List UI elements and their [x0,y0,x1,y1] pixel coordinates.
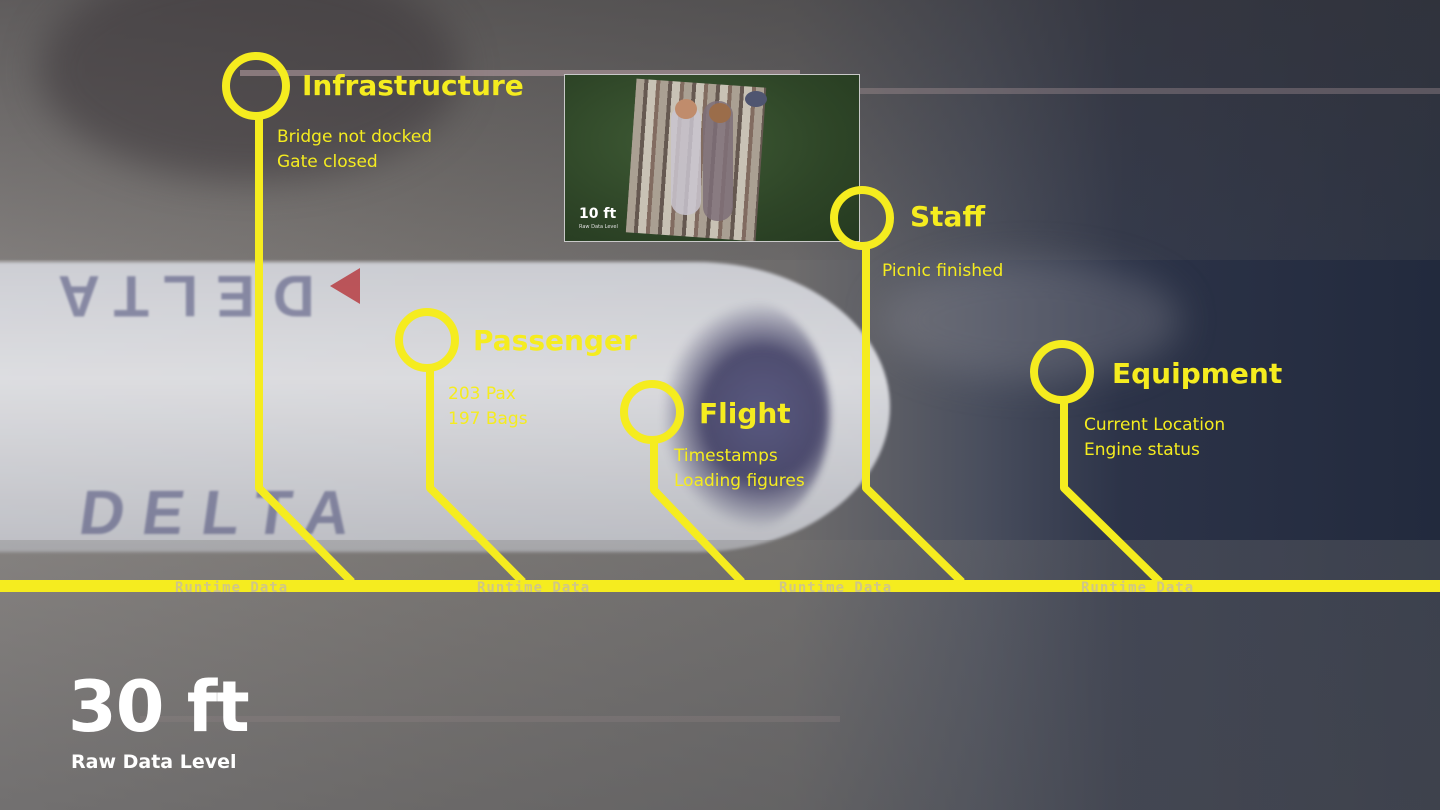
equipment-node-circle[interactable] [1030,340,1094,404]
person-figure [671,105,701,215]
inset-level-label: Raw Data Level [579,224,618,230]
passenger-connector [426,368,526,585]
background-highlight [880,260,1180,380]
infrastructure-title: Infrastructure [302,69,524,102]
equipment-line: Current Location [1084,415,1226,435]
flight-connector [650,440,745,585]
flight-details: Timestamps Loading figures [674,444,805,494]
person-head [709,103,731,123]
timeline-label: Runtime Data [477,580,591,596]
equipment-line: Engine status [1084,440,1200,460]
altitude-heading: 30 ft [68,666,250,748]
flight-node-circle[interactable] [620,380,684,444]
livery-mark [330,268,360,304]
infrastructure-details: Bridge not docked Gate closed [277,125,432,175]
flight-title: Flight [699,397,791,430]
person-head [675,99,697,119]
infrastructure-node-circle[interactable] [222,52,290,120]
timeline-bar [0,580,1440,592]
staff-node-circle[interactable] [830,186,894,250]
staff-details: Picnic finished [882,259,1003,284]
hat-object [745,91,767,107]
equipment-connector [1060,400,1163,585]
passenger-node-circle[interactable] [395,308,459,372]
staff-connector [862,246,965,585]
equipment-title: Equipment [1112,357,1283,390]
staff-line: Picnic finished [882,261,1004,281]
passenger-line: 203 Pax [448,384,516,404]
staff-title: Staff [910,200,986,233]
level-label: Raw Data Level [71,751,237,773]
inset-video-thumbnail[interactable]: 10 ft Raw Data Level [564,74,860,242]
flight-line: Loading figures [674,471,805,491]
infrastructure-connector [255,116,355,585]
equipment-details: Current Location Engine status [1084,413,1225,463]
passenger-details: 203 Pax 197 Bags [448,382,528,432]
passenger-title: Passenger [473,324,637,357]
passenger-line: 197 Bags [448,409,528,429]
flight-line: Timestamps [674,446,778,466]
infrastructure-line: Bridge not docked [277,127,433,147]
timeline-label: Runtime Data [175,580,289,596]
tarmac-stripe [240,70,800,76]
background-shadow [40,0,460,180]
inset-altitude: 10 ft [579,206,617,222]
tarmac-stripe [860,88,1440,94]
timeline-label: Runtime Data [779,580,893,596]
aircraft-cockpit [660,300,830,530]
infrastructure-line: Gate closed [277,152,378,172]
timeline-label: Runtime Data [1081,580,1195,596]
